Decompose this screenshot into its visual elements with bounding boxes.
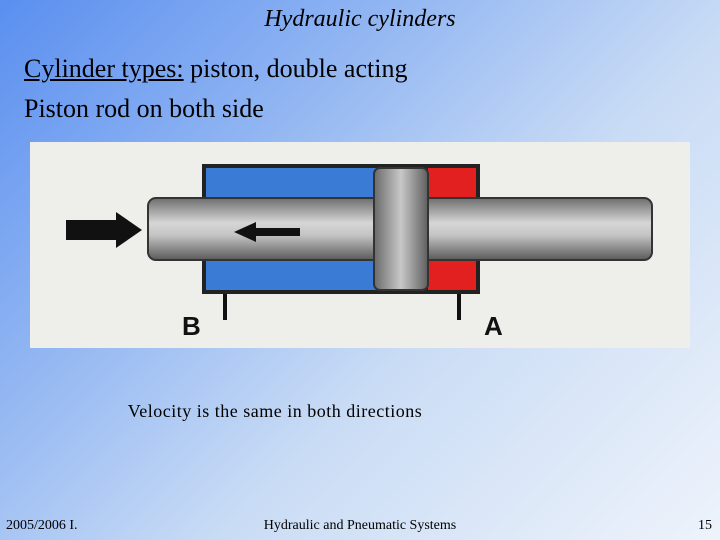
cylinder-types-label: Cylinder types:: [24, 54, 184, 83]
port-a-line: [457, 294, 461, 320]
slide-number: 15: [698, 518, 712, 533]
footer-date: 2005/2006 I.: [6, 518, 78, 533]
cylinder-svg: B A: [66, 164, 653, 341]
port-b-line: [223, 294, 227, 320]
cylinder-diagram: B A: [30, 142, 690, 348]
port-b-label: B: [182, 311, 201, 341]
port-a-label: A: [484, 311, 503, 341]
velocity-caption: Velocity is the same in both directions: [127, 401, 423, 421]
input-arrow: [66, 212, 142, 248]
footer-course: Hydraulic and Pneumatic Systems: [263, 518, 457, 533]
motion-arrow: [234, 222, 300, 242]
cylinder-types-value: piston, double acting: [183, 54, 408, 83]
piston: [373, 167, 429, 291]
piston-rod-line: Piston rod on both side: [24, 94, 264, 123]
slide-title: Hydraulic cylinders: [264, 6, 456, 32]
cylinder-types-line: Cylinder types: piston, double acting: [24, 54, 407, 84]
